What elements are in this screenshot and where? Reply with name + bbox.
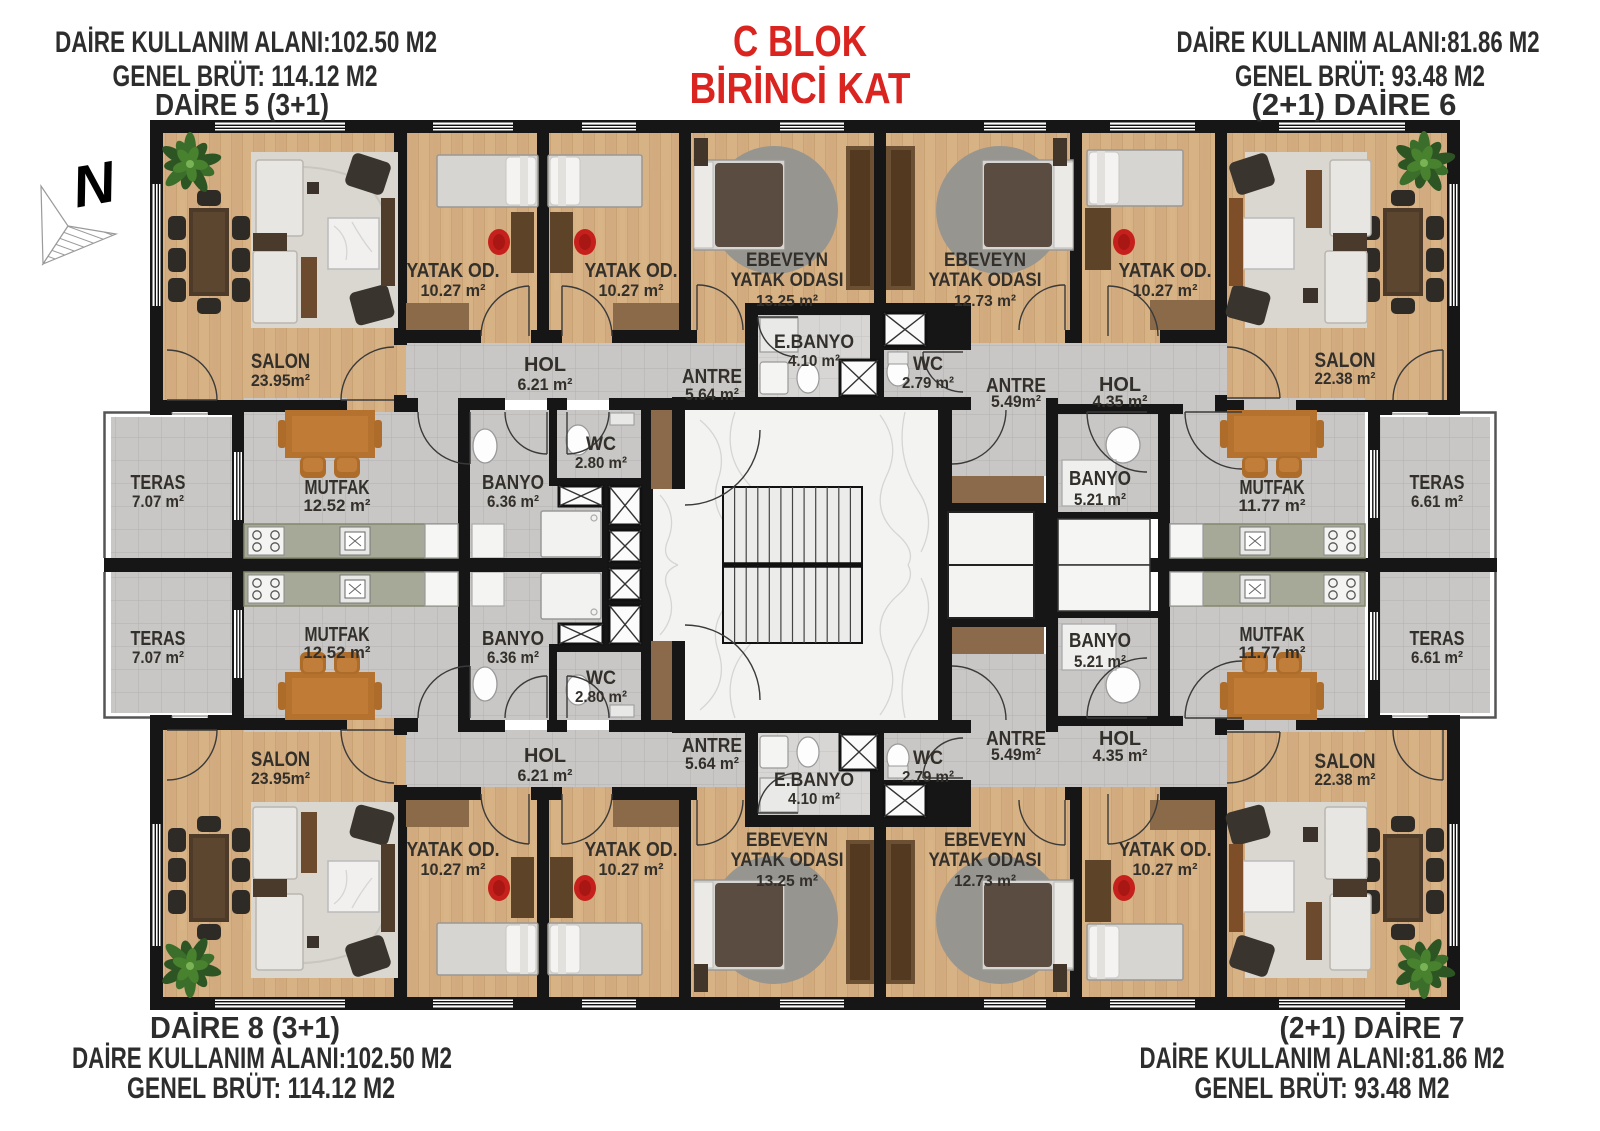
- svg-text:YATAK OD.: YATAK OD.: [585, 260, 678, 282]
- svg-text:TERAS: TERAS: [131, 628, 186, 650]
- svg-text:7.07 m²: 7.07 m²: [132, 492, 184, 511]
- svg-text:6.36 m²: 6.36 m²: [487, 648, 539, 667]
- svg-text:5.64 m²: 5.64 m²: [685, 754, 739, 773]
- svg-text:C BLOK: C BLOK: [733, 17, 867, 66]
- svg-text:11.77 m²: 11.77 m²: [1239, 496, 1306, 515]
- svg-text:ANTRE: ANTRE: [682, 735, 742, 757]
- svg-text:DAİRE KULLANIM ALANI:102.50 M2: DAİRE KULLANIM ALANI:102.50 M2: [72, 1042, 452, 1075]
- svg-text:MUTFAK: MUTFAK: [305, 477, 370, 499]
- svg-text:23.95m²: 23.95m²: [251, 371, 310, 390]
- svg-text:12.52 m²: 12.52 m²: [304, 643, 371, 662]
- svg-text:23.95m²: 23.95m²: [251, 769, 310, 788]
- svg-text:GENEL BRÜT: 93.48 M2: GENEL BRÜT: 93.48 M2: [1235, 60, 1485, 93]
- svg-text:2.80 m²: 2.80 m²: [575, 455, 627, 472]
- svg-text:MUTFAK: MUTFAK: [305, 624, 370, 646]
- svg-text:4.10 m²: 4.10 m²: [788, 353, 840, 370]
- svg-text:12.73 m²: 12.73 m²: [954, 873, 1016, 890]
- svg-text:13.25 m²: 13.25 m²: [756, 873, 818, 890]
- svg-text:YATAK OD.: YATAK OD.: [585, 839, 678, 861]
- svg-text:YATAK ODASI: YATAK ODASI: [929, 270, 1042, 291]
- svg-text:HOL: HOL: [524, 354, 566, 376]
- svg-text:WC: WC: [586, 434, 616, 455]
- svg-text:5.21 m²: 5.21 m²: [1074, 490, 1126, 509]
- svg-text:YATAK ODASI: YATAK ODASI: [731, 850, 844, 871]
- svg-text:HOL: HOL: [1099, 374, 1141, 396]
- svg-text:5.49m²: 5.49m²: [991, 392, 1041, 411]
- svg-text:10.27 m²: 10.27 m²: [1133, 860, 1198, 879]
- svg-text:EBEVEYN: EBEVEYN: [746, 250, 828, 271]
- svg-text:2.79 m²: 2.79 m²: [902, 375, 954, 392]
- svg-text:SALON: SALON: [1315, 349, 1376, 372]
- svg-text:HOL: HOL: [1099, 728, 1141, 750]
- svg-text:EBEVEYN: EBEVEYN: [746, 830, 828, 851]
- svg-text:11.77 m²: 11.77 m²: [1239, 643, 1306, 662]
- svg-text:12.52 m²: 12.52 m²: [304, 496, 371, 515]
- svg-text:YATAK ODASI: YATAK ODASI: [731, 270, 844, 291]
- svg-text:GENEL BRÜT: 114.12 M2: GENEL BRÜT: 114.12 M2: [127, 1072, 395, 1105]
- svg-text:5.21 m²: 5.21 m²: [1074, 652, 1126, 671]
- svg-text:BİRİNCİ KAT: BİRİNCİ KAT: [690, 64, 911, 113]
- svg-text:HOL: HOL: [524, 745, 566, 767]
- svg-text:TERAS: TERAS: [1410, 628, 1465, 650]
- svg-text:2.80 m²: 2.80 m²: [575, 689, 627, 706]
- svg-text:13.25 m²: 13.25 m²: [756, 293, 818, 310]
- svg-text:(2+1) DAİRE 6: (2+1) DAİRE 6: [1252, 87, 1457, 122]
- svg-text:BANYO: BANYO: [1069, 630, 1131, 652]
- svg-text:10.27 m²: 10.27 m²: [1133, 281, 1198, 300]
- svg-text:6.61 m²: 6.61 m²: [1411, 492, 1463, 511]
- svg-text:6.36 m²: 6.36 m²: [487, 492, 539, 511]
- svg-text:E.BANYO: E.BANYO: [774, 770, 854, 791]
- svg-text:ANTRE: ANTRE: [986, 728, 1046, 750]
- svg-text:6.61 m²: 6.61 m²: [1411, 648, 1463, 667]
- svg-text:YATAK OD.: YATAK OD.: [1119, 260, 1212, 282]
- svg-text:(2+1) DAİRE 7: (2+1) DAİRE 7: [1280, 1010, 1465, 1045]
- svg-text:WC: WC: [586, 668, 616, 689]
- svg-text:EBEVEYN: EBEVEYN: [944, 250, 1026, 271]
- svg-text:WC: WC: [913, 748, 943, 769]
- svg-text:10.27 m²: 10.27 m²: [599, 281, 664, 300]
- svg-text:YATAK OD.: YATAK OD.: [1119, 839, 1212, 861]
- svg-text:GENEL BRÜT: 114.12 M2: GENEL BRÜT: 114.12 M2: [113, 60, 378, 93]
- svg-text:10.27 m²: 10.27 m²: [599, 860, 664, 879]
- svg-text:DAİRE 5 (3+1): DAİRE 5 (3+1): [155, 87, 329, 122]
- svg-text:BANYO: BANYO: [482, 472, 544, 494]
- svg-text:YATAK ODASI: YATAK ODASI: [929, 850, 1042, 871]
- svg-text:SALON: SALON: [251, 748, 310, 771]
- svg-text:4.35 m²: 4.35 m²: [1093, 392, 1148, 411]
- svg-text:GENEL BRÜT: 93.48 M2: GENEL BRÜT: 93.48 M2: [1195, 1072, 1450, 1105]
- svg-text:TERAS: TERAS: [1410, 472, 1465, 494]
- svg-text:E.BANYO: E.BANYO: [774, 332, 854, 353]
- svg-text:ANTRE: ANTRE: [986, 375, 1046, 397]
- svg-text:DAİRE KULLANIM ALANI:102.50 M2: DAİRE KULLANIM ALANI:102.50 M2: [55, 26, 437, 59]
- svg-text:ANTRE: ANTRE: [682, 366, 742, 388]
- svg-text:DAİRE 8 (3+1): DAİRE 8 (3+1): [150, 1010, 340, 1045]
- svg-text:12.73 m²: 12.73 m²: [954, 293, 1016, 310]
- svg-text:DAİRE KULLANIM ALANI:81.86 M2: DAİRE KULLANIM ALANI:81.86 M2: [1177, 26, 1540, 59]
- svg-text:7.07 m²: 7.07 m²: [132, 648, 184, 667]
- svg-text:10.27 m²: 10.27 m²: [421, 860, 486, 879]
- svg-text:10.27 m²: 10.27 m²: [421, 281, 486, 300]
- svg-text:YATAK OD.: YATAK OD.: [407, 839, 500, 861]
- svg-text:5.64 m²: 5.64 m²: [685, 385, 739, 404]
- svg-text:22.38 m²: 22.38 m²: [1315, 369, 1376, 388]
- svg-text:DAİRE KULLANIM ALANI:81.86 M2: DAİRE KULLANIM ALANI:81.86 M2: [1140, 1042, 1505, 1075]
- svg-text:YATAK OD.: YATAK OD.: [407, 260, 500, 282]
- svg-text:4.10 m²: 4.10 m²: [788, 791, 840, 808]
- svg-text:MUTFAK: MUTFAK: [1240, 477, 1305, 499]
- svg-text:SALON: SALON: [1315, 750, 1376, 773]
- svg-text:6.21 m²: 6.21 m²: [518, 766, 573, 785]
- svg-text:5.49m²: 5.49m²: [991, 745, 1041, 764]
- svg-text:4.35 m²: 4.35 m²: [1093, 746, 1148, 765]
- svg-text:2.79 m²: 2.79 m²: [902, 769, 954, 786]
- svg-text:EBEVEYN: EBEVEYN: [944, 830, 1026, 851]
- svg-text:MUTFAK: MUTFAK: [1240, 624, 1305, 646]
- svg-text:6.21 m²: 6.21 m²: [518, 375, 573, 394]
- svg-text:BANYO: BANYO: [1069, 468, 1131, 490]
- svg-text:SALON: SALON: [251, 350, 310, 373]
- svg-text:BANYO: BANYO: [482, 628, 544, 650]
- svg-text:22.38 m²: 22.38 m²: [1315, 770, 1376, 789]
- svg-text:WC: WC: [913, 354, 943, 375]
- svg-text:TERAS: TERAS: [131, 472, 186, 494]
